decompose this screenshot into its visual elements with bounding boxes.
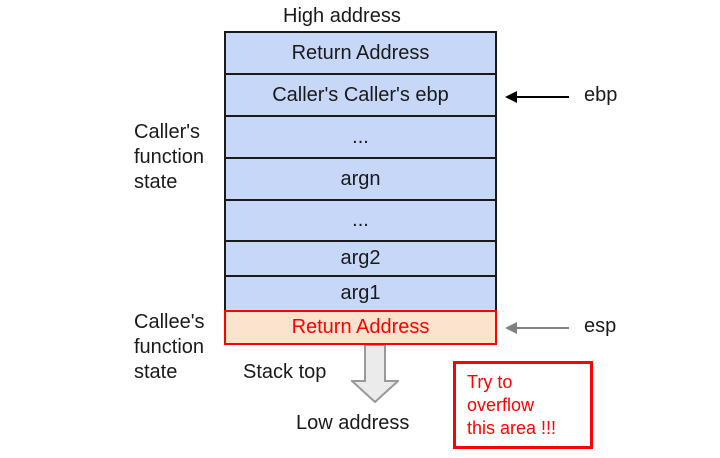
arrow-shaft-icon bbox=[515, 327, 569, 329]
ebp-label: ebp bbox=[584, 84, 618, 106]
stack-growth-down-arrow-icon bbox=[351, 345, 399, 403]
overflow-callout-box: Try to overflow this area !!! bbox=[453, 361, 593, 449]
stack-row-label: ... bbox=[352, 209, 369, 231]
arrow-head-icon bbox=[505, 91, 517, 103]
high-address-label: High address bbox=[283, 5, 401, 27]
callee-function-state-label: Callee's function state bbox=[134, 311, 205, 383]
stack-row: arg1 bbox=[224, 275, 497, 310]
low-address-label: Low address bbox=[296, 412, 410, 434]
stack-row-label: ... bbox=[352, 125, 369, 148]
stack-row: ... bbox=[224, 115, 497, 157]
stack-row-overflow-target: Return Address bbox=[224, 310, 497, 345]
stack-row: arg2 bbox=[224, 240, 497, 275]
overflow-callout-text: Try to overflow this area !!! bbox=[467, 372, 557, 438]
stack-row-label: argn bbox=[340, 167, 381, 190]
stack-row: Return Address bbox=[224, 31, 497, 73]
arrow-head-icon bbox=[505, 322, 517, 334]
stack-row: ... bbox=[224, 199, 497, 240]
caller-function-state-label: Caller's function state bbox=[134, 121, 205, 193]
arrow-shaft-icon bbox=[515, 96, 569, 98]
stack-diagram: Return Address Caller's Caller's ebp ...… bbox=[224, 31, 497, 345]
esp-label: esp bbox=[584, 315, 617, 337]
stack-row-label: arg1 bbox=[340, 282, 381, 304]
stack-row: argn bbox=[224, 157, 497, 199]
stack-row: Caller's Caller's ebp bbox=[224, 73, 497, 115]
stack-top-label: Stack top bbox=[243, 361, 327, 383]
stack-row-label: Return Address bbox=[291, 41, 430, 64]
stack-row-label: Return Address bbox=[291, 316, 430, 338]
stack-row-label: Caller's Caller's ebp bbox=[272, 83, 449, 106]
stack-row-label: arg2 bbox=[340, 247, 381, 269]
